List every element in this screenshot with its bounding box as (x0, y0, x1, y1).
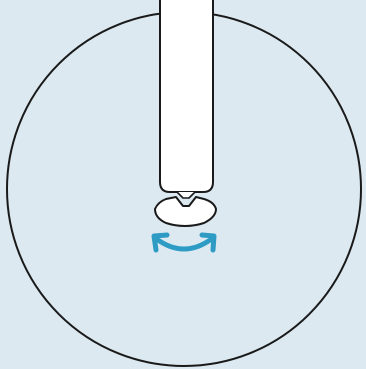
screw-head-icon (154, 196, 217, 227)
rotate-arrows-icon (151, 232, 217, 253)
screwdriver-shaft-icon (159, 0, 214, 199)
